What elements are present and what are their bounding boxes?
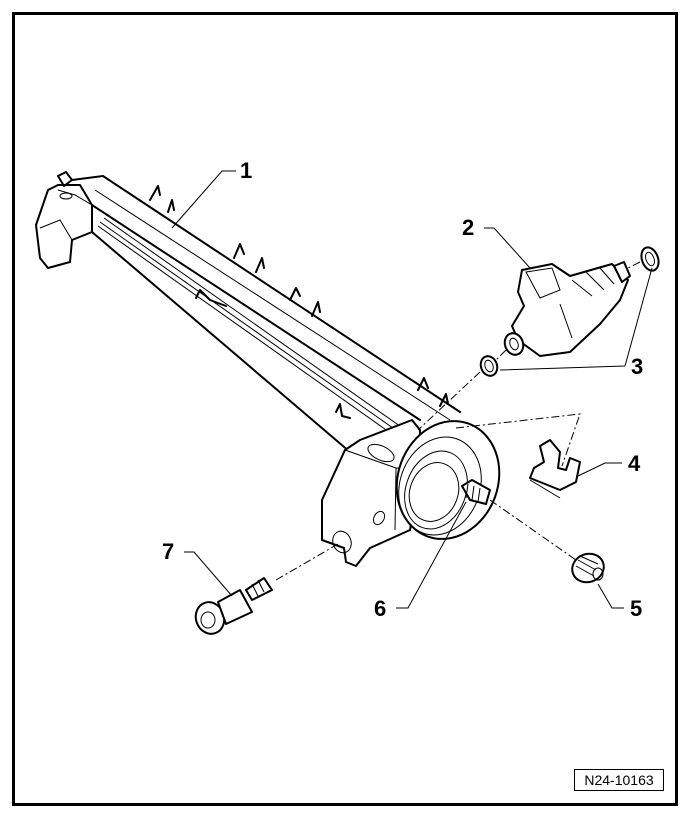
retaining-clip (529, 439, 581, 499)
assembly-line-injector (417, 261, 641, 431)
assembly-line-capnut (489, 499, 577, 561)
leader-7 (184, 551, 233, 597)
cap-nut (571, 552, 605, 584)
leader-3 (499, 267, 653, 371)
leader-5 (597, 583, 624, 609)
callout-4: 4 (628, 451, 641, 476)
callout-6: 6 (374, 596, 387, 621)
leader-1 (171, 170, 236, 229)
assembly-line-bolt (275, 543, 339, 581)
injector (503, 261, 631, 357)
assembly-line-clip (455, 413, 581, 467)
callout-3: 3 (631, 354, 644, 379)
o-rings (479, 246, 660, 377)
bolt (194, 577, 273, 635)
fuel-rail (35, 171, 461, 567)
reference-code: N24-10163 (574, 769, 664, 791)
callout-2: 2 (462, 215, 475, 240)
leader-4 (577, 462, 622, 477)
leader-6 (396, 501, 467, 609)
fuel-pressure-regulator (395, 420, 501, 540)
callout-7: 7 (162, 539, 175, 564)
callout-5: 5 (630, 596, 643, 621)
callout-1: 1 (240, 158, 253, 183)
diagram-frame (12, 12, 678, 806)
leader-2 (484, 227, 531, 269)
